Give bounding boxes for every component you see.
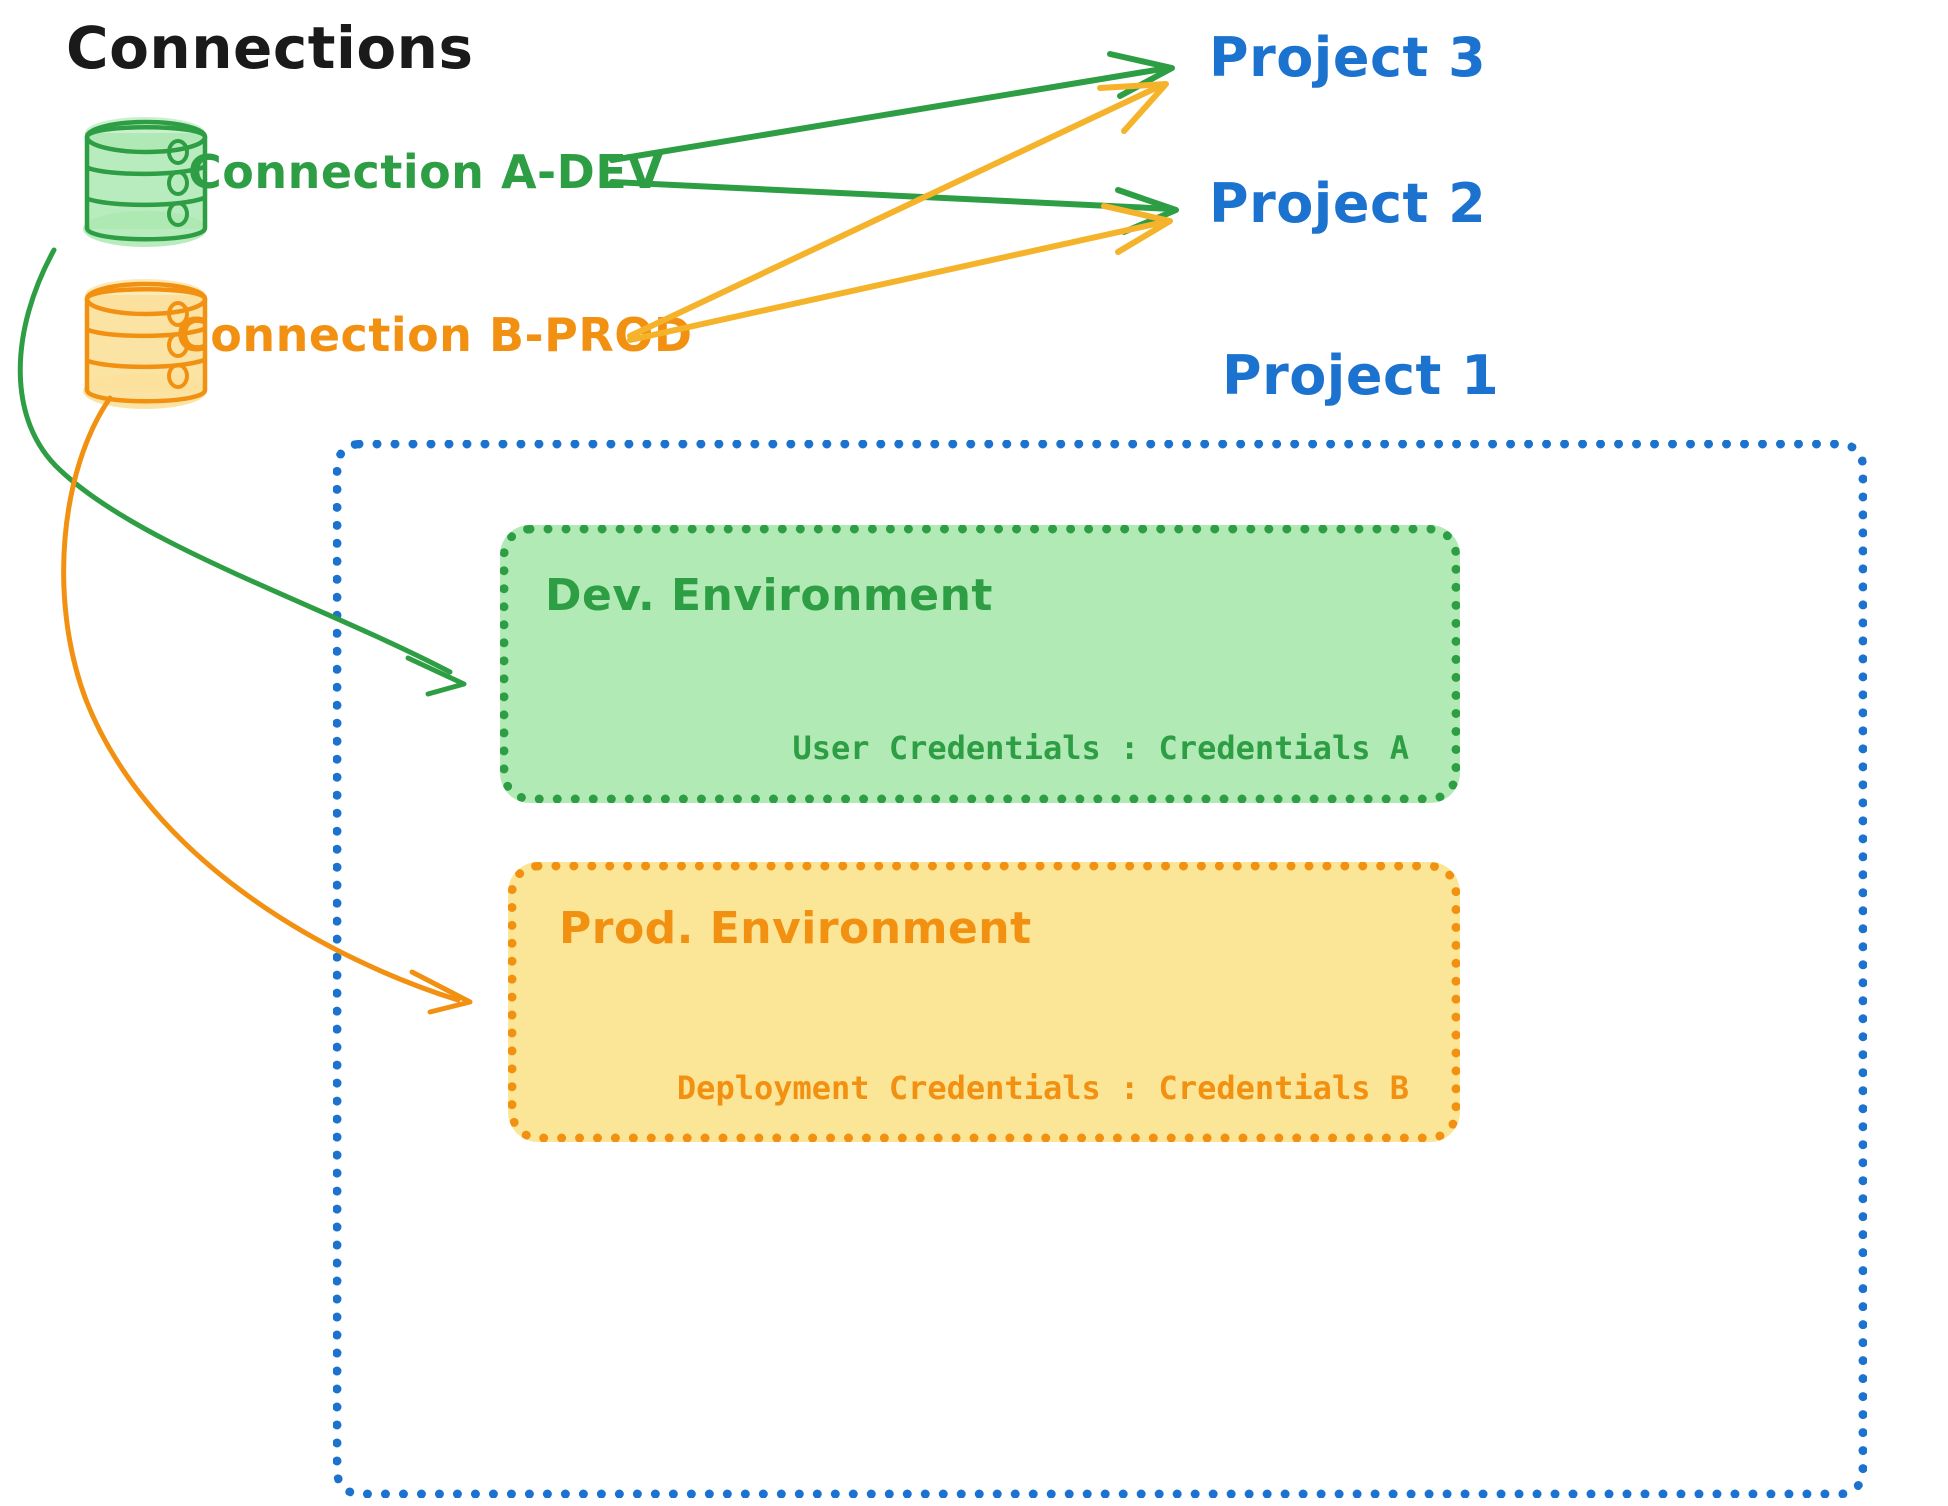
edge-b-prod-to-project3 [627, 81, 1169, 339]
dev-environment-credentials: User Credentials : Credentials A [792, 729, 1410, 767]
dev-environment-title: Dev. Environment [545, 570, 993, 621]
prod-environment-credentials: Deployment Credentials : Credentials B [676, 1069, 1409, 1107]
connection-label-a-dev: Connection A-DEV [188, 145, 664, 199]
connection-label-b-prod: Connection B-PROD [176, 308, 693, 362]
edge-a-dev-to-project3 [609, 51, 1175, 163]
prod-environment-title: Prod. Environment [559, 903, 1032, 954]
project-label-project1: Project 1 [1222, 344, 1500, 407]
dev-environment-box: Dev. Environment User Credentials : Cred… [500, 525, 1460, 803]
project-label-project2: Project 2 [1209, 172, 1487, 235]
edge-b-prod-to-project2 [627, 203, 1173, 343]
edge-a-dev-to-project2 [609, 179, 1179, 235]
prod-environment-box: Prod. Environment Deployment Credentials… [508, 862, 1460, 1142]
page-title: Connections [66, 14, 474, 82]
project-label-project3: Project 3 [1209, 26, 1487, 89]
